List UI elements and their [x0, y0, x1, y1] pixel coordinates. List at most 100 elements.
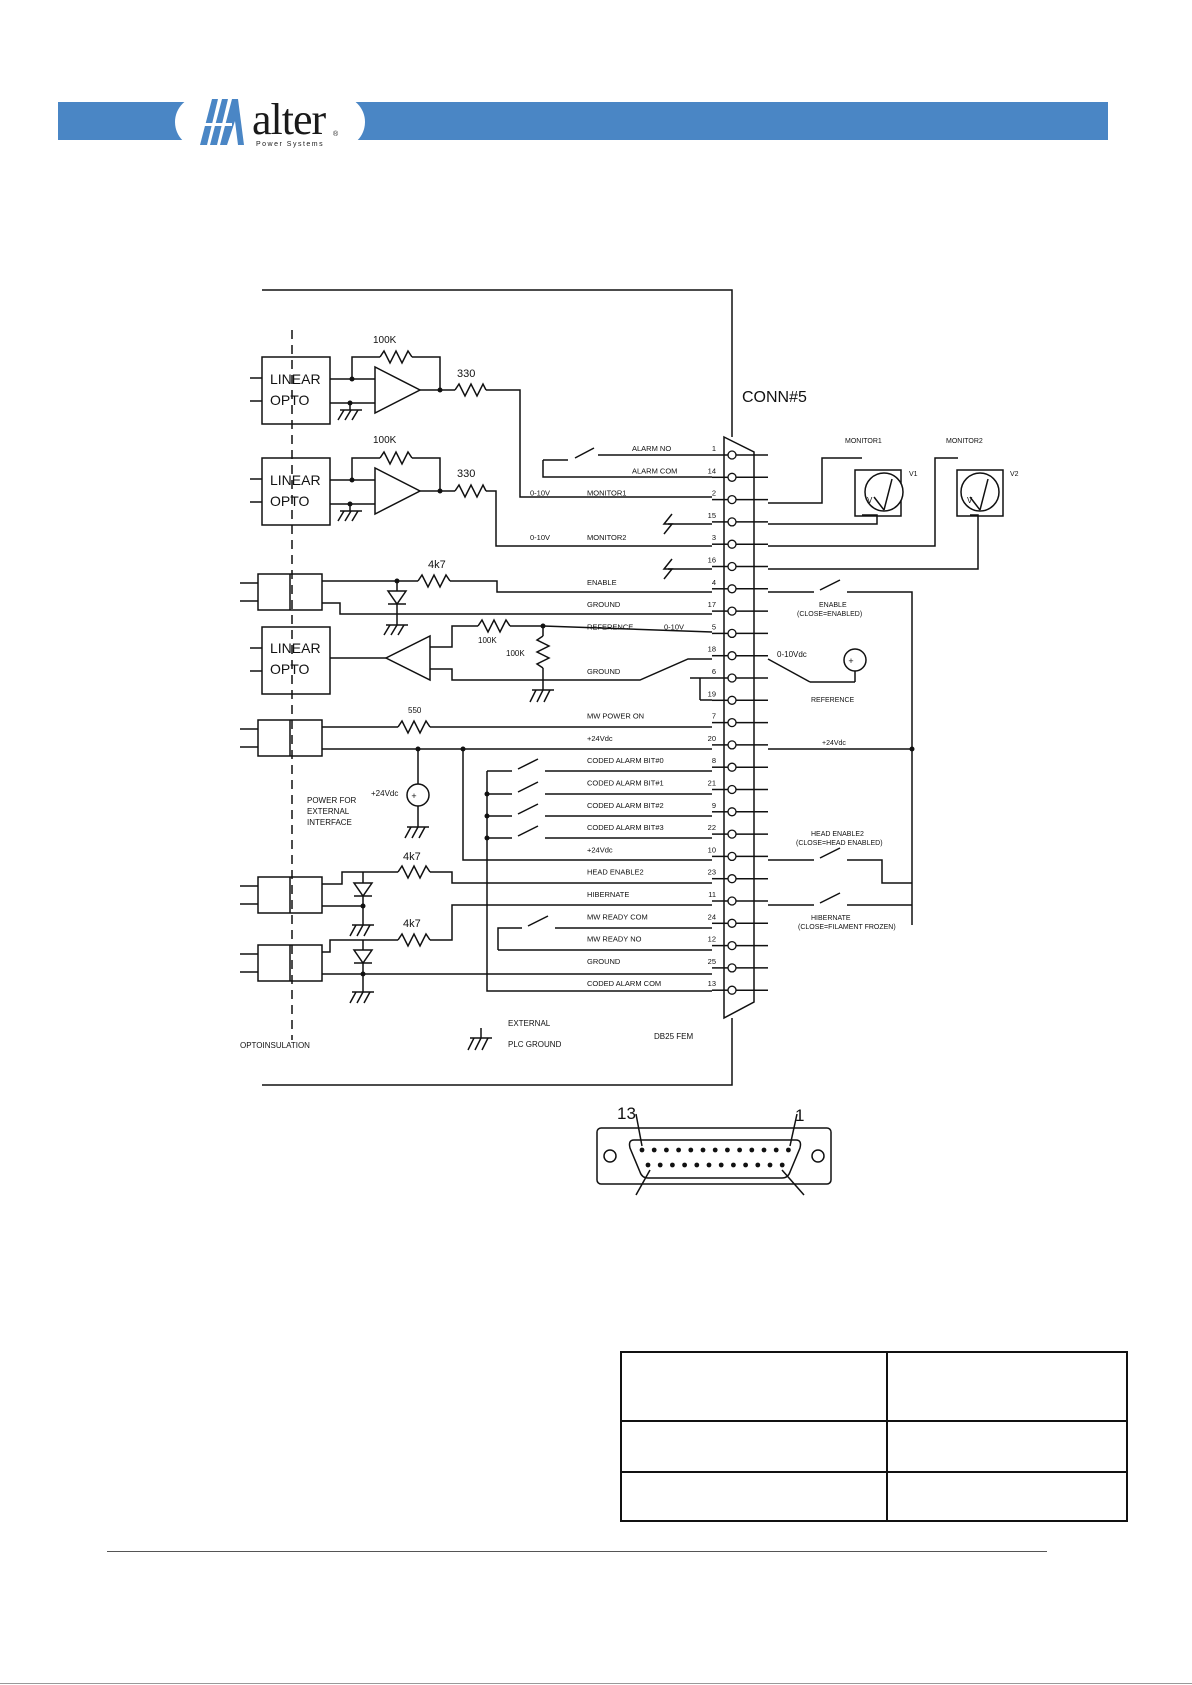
- enable-label-2: (CLOSE=ENABLED): [797, 611, 862, 618]
- logo-registered-mark: ®: [333, 131, 339, 138]
- pin-number-3: 3: [712, 533, 716, 542]
- pin-label-3: MONITOR2: [587, 533, 626, 542]
- svg-text:+: +: [411, 791, 416, 801]
- opto2-line1: LINEAR: [270, 472, 321, 488]
- power-ext-2: EXTERNAL: [307, 807, 350, 816]
- connector-pin-17: [727, 606, 737, 616]
- pin-extra-3: 0-10V: [530, 533, 550, 542]
- monitor1-label: MONITOR1: [845, 438, 882, 445]
- connector-pin-4: [727, 584, 737, 594]
- meter-v-1: V: [867, 496, 873, 505]
- opto1-line2: OPTO: [270, 392, 310, 408]
- svg-text:+: +: [848, 656, 853, 666]
- info-table: [620, 1351, 1128, 1522]
- connector-pin-14: [727, 472, 737, 482]
- connector-pin-9: [727, 807, 737, 817]
- pin-label-7: MW POWER ON: [587, 712, 644, 721]
- v2-label: V2: [1010, 471, 1019, 478]
- ext-plc-2: PLC GROUND: [508, 1040, 562, 1049]
- pin-label-1: ALARM NO: [632, 444, 671, 453]
- connector-pin-16: [727, 561, 737, 572]
- pin-number-18: 18: [708, 645, 716, 654]
- pin-number-25: 25: [708, 957, 716, 966]
- ref-supply-label: 0-10Vdc: [777, 650, 807, 659]
- pin-number-22: 22: [708, 823, 716, 832]
- pin-label-11: HIBERNATE: [587, 890, 629, 899]
- head-enable-label-2: (CLOSE=HEAD ENABLED): [796, 840, 883, 847]
- opto3-line2: OPTO: [270, 661, 310, 677]
- bottom-rule: [0, 1683, 1192, 1684]
- alter-logo-icon: [200, 99, 244, 145]
- db25-pin-dot: [645, 1162, 651, 1168]
- connector-pin-12: [727, 940, 737, 951]
- pin-label-5: REFERENCE: [587, 622, 633, 631]
- pin-number-12: 12: [708, 935, 716, 944]
- resistor-550: 550: [408, 706, 422, 715]
- db25-pin1-label: 1: [795, 1106, 804, 1125]
- db25-pin-dot: [718, 1162, 724, 1168]
- logo-wordmark: alter: [252, 95, 326, 144]
- db25-pin-dot: [682, 1162, 687, 1168]
- connector-pin-8: [727, 762, 737, 772]
- db25-pin-dot: [731, 1162, 736, 1168]
- pin-number-13: 13: [708, 979, 716, 988]
- enable-label-1: ENABLE: [819, 602, 847, 609]
- pin-label-17: GROUND: [587, 600, 621, 609]
- db25-pin-dot: [676, 1147, 681, 1153]
- pin-label-6: GROUND: [587, 667, 621, 676]
- db25-pin-dot: [700, 1147, 706, 1153]
- resistor-4k7-2: 4k7: [403, 851, 421, 863]
- connector-pin-7: [727, 717, 737, 728]
- resistor-100k-1: 100K: [373, 335, 397, 346]
- connector-pin-21: [727, 784, 737, 795]
- meter-v-2: V: [967, 496, 973, 505]
- monitor2-label: MONITOR2: [946, 438, 983, 445]
- connector-pin-19: [727, 695, 737, 705]
- connector-pin-3: [727, 539, 737, 549]
- db25-pin-dot: [712, 1147, 718, 1153]
- head-enable-label-1: HEAD ENABLE2: [811, 831, 864, 838]
- connector-pin-18: [727, 651, 737, 661]
- reference-label: REFERENCE: [811, 697, 855, 704]
- pin-number-7: 7: [712, 712, 716, 721]
- connector-pin-13: [727, 985, 737, 995]
- connector-pin-20: [727, 740, 737, 750]
- db25-pin-dot: [743, 1162, 748, 1168]
- db25-pin-dot: [767, 1162, 773, 1168]
- resistor-100k-3: 100K: [478, 636, 497, 645]
- connector-pin-1: [727, 450, 737, 460]
- resistor-100k-2: 100K: [373, 435, 397, 446]
- pin-number-21: 21: [708, 779, 716, 788]
- power-ext-3: INTERFACE: [307, 818, 352, 827]
- pin-label-13: CODED ALARM COM: [587, 979, 661, 988]
- db25-pin-dot: [755, 1162, 761, 1168]
- db25-pin13-label: 13: [617, 1104, 636, 1123]
- pin-extra-2: 0-10V: [530, 489, 550, 498]
- pin-number-8: 8: [712, 756, 716, 765]
- pin-label-23: HEAD ENABLE2: [587, 868, 644, 877]
- db25-pin-dot: [657, 1162, 663, 1168]
- connector-pin-15: [727, 517, 737, 527]
- footer-rule: [107, 1551, 1047, 1552]
- connector-title: CONN#5: [742, 389, 807, 406]
- pin-number-6: 6: [712, 667, 716, 676]
- connector-pin-10: [727, 851, 737, 862]
- opto3-line1: LINEAR: [270, 640, 321, 656]
- db25-pin-dot: [688, 1147, 694, 1153]
- pin-number-9: 9: [712, 801, 716, 810]
- pin-number-15: 15: [708, 511, 716, 520]
- ext-plc-1: EXTERNAL: [508, 1019, 551, 1028]
- resistor-4k7-1: 4k7: [428, 559, 446, 571]
- pin-label-21: CODED ALARM BIT#1: [587, 779, 664, 788]
- pin-number-4: 4: [712, 578, 716, 587]
- v1-label: V1: [909, 471, 918, 478]
- opto1-line1: LINEAR: [270, 371, 321, 387]
- db25-pin-dot: [664, 1147, 669, 1153]
- hibernate-label-2: (CLOSE=FILAMENT FROZEN): [798, 924, 896, 931]
- db25-pin-dot: [779, 1162, 785, 1168]
- pin-number-5: 5: [712, 622, 716, 631]
- db25-pin-dot: [694, 1162, 700, 1168]
- pin-label-20: +24Vdc: [587, 734, 613, 743]
